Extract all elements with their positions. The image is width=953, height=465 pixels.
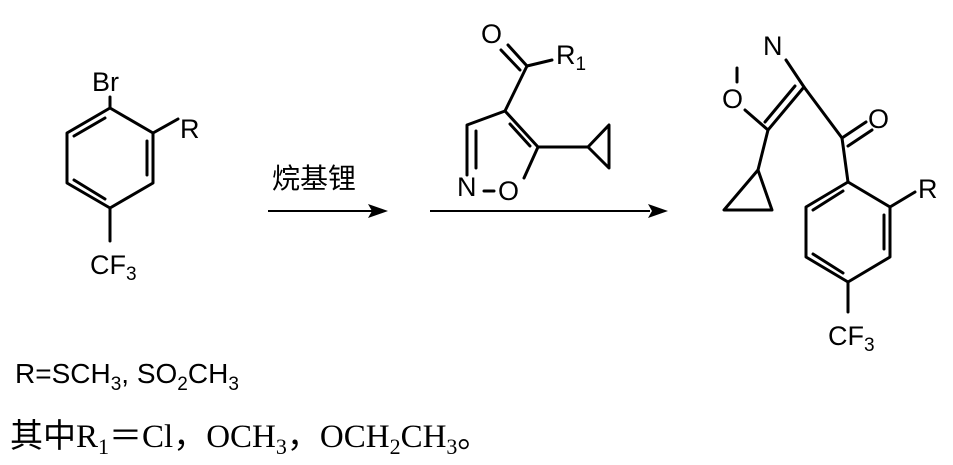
benzene-ring-product bbox=[804, 180, 892, 284]
product-cf3-label: CF3 bbox=[828, 321, 875, 356]
arrowhead-1 bbox=[368, 204, 388, 218]
carbonyl-double-bond bbox=[506, 43, 529, 68]
bond-to-r bbox=[151, 117, 180, 135]
starting-material: Br R CF3 bbox=[65, 67, 200, 285]
aromatic-double-bonds-start bbox=[72, 116, 149, 201]
r-substituent-label: R bbox=[180, 114, 200, 144]
product: N O O R CF3 bbox=[722, 31, 938, 356]
bond-to-r1 bbox=[525, 58, 554, 68]
bromo-label: Br bbox=[92, 67, 119, 97]
cf3-label: CF3 bbox=[90, 250, 137, 285]
cyclopropyl-reactant bbox=[586, 123, 611, 170]
r-definition: R=SCH3, SO2CH3 bbox=[15, 358, 239, 395]
bond-to-carbonyl bbox=[503, 64, 529, 113]
benzene-ring-start bbox=[65, 106, 155, 210]
ring-o-label: O bbox=[498, 176, 519, 206]
isoxazole-ring-product bbox=[743, 58, 806, 132]
reagent-label: 烷基锂 bbox=[272, 162, 356, 195]
reaction-arrow-2 bbox=[430, 204, 668, 218]
reaction-arrow-1: 烷基锂 bbox=[268, 162, 388, 218]
carbonyl-o-label: O bbox=[481, 19, 502, 49]
cyclopropyl-product bbox=[722, 168, 774, 212]
isoxazole-reactant: O R1 N O bbox=[457, 19, 611, 206]
product-r-label: R bbox=[918, 174, 938, 204]
product-carbonyl-o-label: O bbox=[868, 104, 889, 134]
product-ring-o-label: O bbox=[722, 84, 743, 114]
r1-definition: 其中R1＝Cl，OCH3，OCH2CH3。 bbox=[10, 418, 490, 459]
product-ring-n-label: N bbox=[763, 31, 783, 61]
ring-n-label: N bbox=[457, 172, 477, 202]
r1-label: R1 bbox=[556, 40, 586, 75]
arrowhead-2 bbox=[648, 204, 668, 218]
